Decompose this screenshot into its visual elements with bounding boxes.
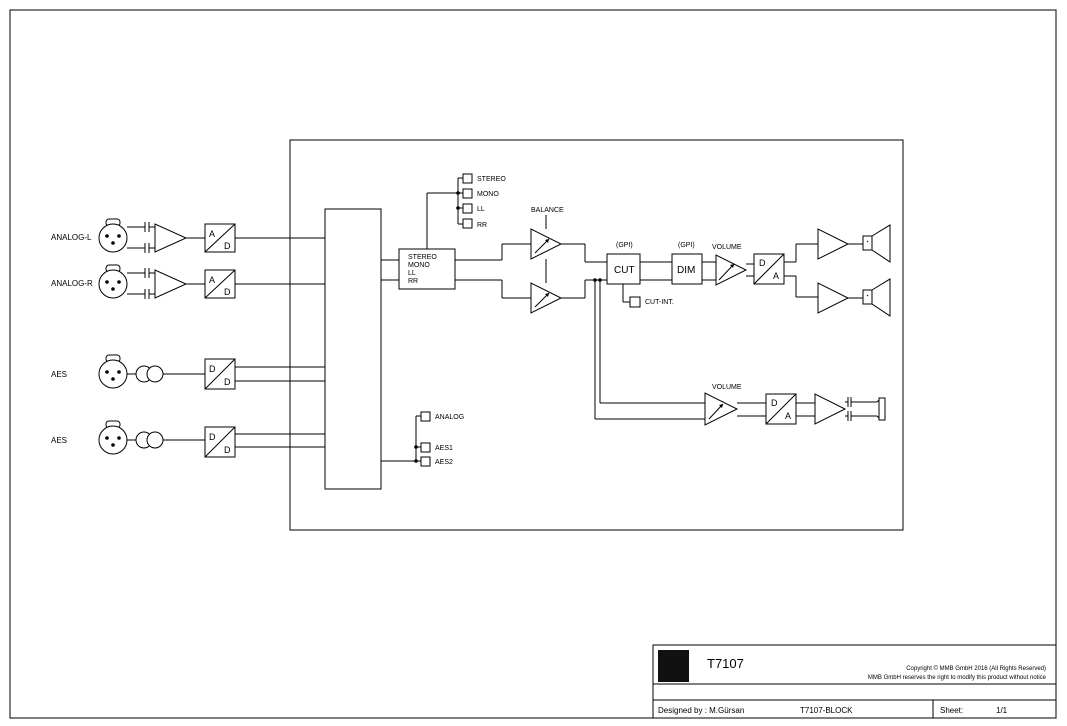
ad-converter-d-label: D [224,287,231,297]
cut-int-label: CUT-INT. [645,299,674,306]
ad-converter-l: A D [204,223,236,253]
dim-gpi-label: (GPI) [678,242,695,249]
ad-converter-r: A D [204,269,236,299]
da-converter-d-label: D [771,398,778,408]
ad-converter-a-label: A [209,229,215,239]
transformer-icon [127,365,164,383]
mode-option-rr: RR [477,222,487,229]
xlr-connector-icon [98,264,128,299]
drawing-name: T7107-BLOCK [800,706,853,715]
sheet-value: 1/1 [996,706,1008,715]
source-option-aes1: AES1 [435,445,453,452]
mode-option-ll: LL [477,206,485,213]
source-option-aes2: AES2 [435,459,453,466]
mode-option-stereo: STEREO [477,176,506,183]
headphone-amp [814,393,847,425]
notice-text: MMB GmbH reserves the right to modify th… [868,675,1047,681]
mode-block-line-stereo: STEREO [408,254,437,261]
xlr-connector-icon [98,218,128,253]
dim-block [671,253,703,285]
transformer-icon [127,431,164,449]
mode-option-mono: MONO [477,191,499,198]
speaker-icon [862,278,891,317]
title-block: T7107 Copyright © MMB GmbH 2016 (All Rig… [652,644,1057,719]
aes-input-2-label: AES [51,436,67,445]
mode-block-line-mono: MONO [408,262,430,269]
device-enclosure [289,139,904,531]
xlr-connector-icon [98,420,128,455]
balance-label: BALANCE [531,207,564,214]
designed-by: Designed by : M.Gürsan [658,706,744,715]
copyright-text: Copyright © MMB GmbH 2016 (All Rights Re… [906,665,1046,672]
mode-switch: STEREO MONO LL RR [426,173,506,249]
volume-main-amp [715,254,748,286]
da-converter-phones: D A [765,393,797,425]
mode-block-line-rr: RR [408,278,418,285]
da-converter-d-label: D [759,258,766,268]
da-converter-a-label: A [785,411,791,421]
source-option-analog: ANALOG [435,414,464,421]
xlr-connector-icon [98,354,128,389]
capacitor-icon [127,268,155,299]
input-selector-block [324,208,382,490]
input-amplifier-l [154,223,188,253]
volume-main-label: VOLUME [712,244,742,251]
cut-block [606,253,641,285]
input-amplifier-r [154,269,188,299]
volume-phones-label: VOLUME [712,384,742,391]
da-converter-a-label: A [773,271,779,281]
speaker-icon [862,224,891,263]
digital-receiver-2: D D [204,426,236,458]
capacitor-icon [127,222,155,253]
cut-int-switch [629,296,641,308]
receiver-d-label: D [209,364,216,374]
cut-label: CUT [614,265,635,276]
power-amp-left [817,228,850,260]
power-amp-right [817,282,850,314]
company-logo [658,650,689,682]
balance-amp-upper [530,228,563,260]
dim-label: DIM [677,265,695,276]
receiver-d-label: D [224,445,231,455]
sheet-border [9,9,1057,719]
receiver-d-label: D [209,432,216,442]
source-switch: ANALOG AES1 AES2 [381,411,464,467]
ad-converter-a-label: A [209,275,215,285]
analog-l-label: ANALOG-L [51,233,92,242]
analog-r-label: ANALOG-R [51,279,93,288]
balance-amp-lower [530,282,563,314]
sheet-label: Sheet: [940,706,963,715]
model-number: T7107 [707,656,744,671]
headphone-jack-icon [876,397,886,421]
aes-input-1-label: AES [51,370,67,379]
volume-phones-amp [704,392,739,426]
cut-gpi-label: (GPI) [616,242,633,249]
digital-receiver-1: D D [204,358,236,390]
receiver-d-label: D [224,377,231,387]
da-converter-main: D A [753,253,785,285]
mode-block-line-ll: LL [408,270,416,277]
capacitor-icon [845,397,877,421]
ad-converter-d-label: D [224,241,231,251]
mode-block [398,248,456,290]
